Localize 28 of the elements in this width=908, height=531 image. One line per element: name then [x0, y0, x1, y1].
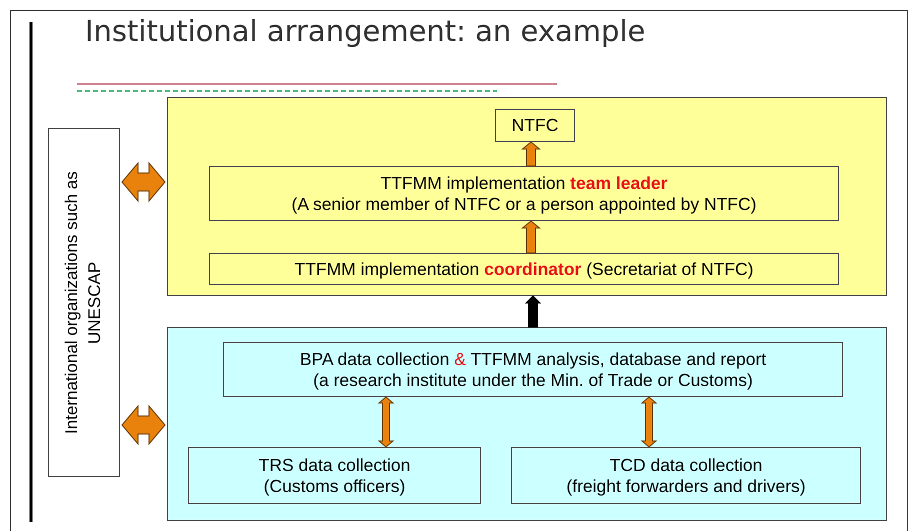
box-text: TTFMM implementation coordinator (Secretariat of NTFC): [294, 258, 754, 280]
process-box: [495, 109, 575, 142]
slide-title: Institutional arrangement: an example: [85, 14, 646, 48]
box-text: NTFC: [512, 115, 558, 136]
box-text: (a research institute under the Min. of Trade or Customs): [313, 370, 753, 390]
double-block-arrow: [121, 162, 166, 202]
double-block-arrow: [640, 396, 658, 448]
block-arrow: [524, 295, 542, 328]
process-box: [209, 166, 839, 221]
side-label-text: International organizations such as UNESCAP: [61, 170, 105, 436]
side-label-box: [48, 128, 120, 477]
box-text: (Customs officers): [264, 476, 406, 496]
box-text: TRS data collection: [258, 454, 410, 476]
double-block-arrow: [378, 396, 394, 448]
box-text: TCD data collection: [610, 454, 762, 476]
double-block-arrow: [121, 404, 166, 446]
box-text: (A senior member of NTFC or a person appointed by NTFC): [292, 194, 756, 214]
box-text: TTFMM implementation team leader: [380, 172, 668, 194]
block-arrow: [521, 220, 541, 254]
box-text: BPA data collection & TTFMM analysis, database and report: [300, 348, 766, 370]
block-arrow: [521, 141, 541, 166]
box-text: (freight forwarders and drivers): [566, 476, 806, 496]
panel-background: [167, 97, 887, 296]
process-box: [209, 253, 839, 285]
process-box: [188, 447, 481, 504]
panel-background: [167, 327, 887, 521]
process-box: [511, 447, 861, 504]
process-box: [223, 342, 843, 397]
